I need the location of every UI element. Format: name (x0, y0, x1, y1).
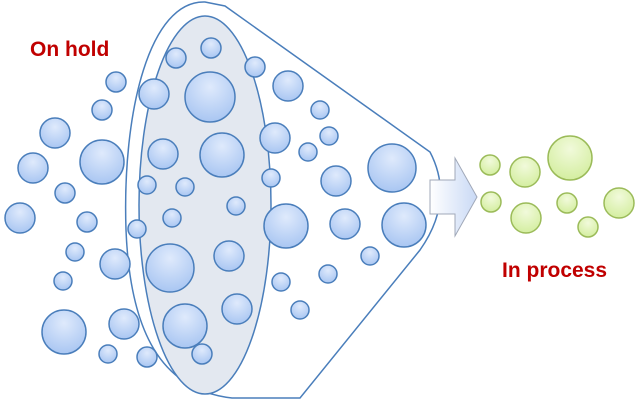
on-hold-bubble (184, 71, 236, 123)
on-hold-bubble (329, 208, 361, 240)
on-hold-bubble (147, 138, 179, 170)
in-process-label: In process (502, 259, 608, 282)
on-hold-bubble (244, 56, 266, 78)
on-hold-bubble (318, 264, 338, 284)
on-hold-bubble (65, 242, 85, 262)
in-process-bubble (603, 187, 635, 219)
on-hold-bubble (360, 246, 380, 266)
on-hold-bubble (79, 139, 125, 185)
on-hold-bubble (199, 132, 245, 178)
on-hold-bubble (53, 271, 73, 291)
on-hold-bubble (319, 126, 339, 146)
on-hold-bubble (91, 99, 113, 121)
on-hold-bubble (367, 143, 417, 193)
on-hold-bubble (221, 293, 253, 325)
on-hold-bubble (145, 243, 195, 293)
on-hold-bubble (105, 71, 127, 93)
in-process-bubble (556, 192, 578, 214)
on-hold-bubble (263, 203, 309, 249)
on-hold-bubble (98, 344, 118, 364)
on-hold-bubble (226, 196, 246, 216)
on-hold-bubble (259, 122, 291, 154)
on-hold-bubble (272, 70, 304, 102)
on-hold-bubble (17, 152, 49, 184)
on-hold-bubble (200, 37, 222, 59)
on-hold-bubble (162, 208, 182, 228)
in-process-bubble (479, 154, 501, 176)
on-hold-bubble (261, 168, 281, 188)
in-process-bubble (577, 216, 599, 238)
on-hold-bubble (290, 300, 310, 320)
in-process-bubble (509, 156, 541, 188)
on-hold-bubble (127, 219, 147, 239)
on-hold-bubble (213, 240, 245, 272)
on-hold-bubble (108, 308, 140, 340)
on-hold-bubble (381, 202, 427, 248)
arrow-icon (429, 156, 478, 238)
on-hold-bubble (320, 165, 352, 197)
in-process-bubble (510, 202, 542, 234)
on-hold-bubble (137, 175, 157, 195)
on-hold-bubble (271, 272, 291, 292)
on-hold-bubble (41, 309, 87, 355)
on-hold-bubble (39, 117, 71, 149)
on-hold-bubble (165, 47, 187, 69)
on-hold-label: On hold (30, 38, 110, 61)
on-hold-bubble (138, 78, 170, 110)
on-hold-bubble (99, 248, 131, 280)
on-hold-bubble (191, 343, 213, 365)
in-process-bubble (547, 135, 593, 181)
on-hold-bubble (162, 303, 208, 349)
on-hold-bubble (175, 177, 195, 197)
on-hold-bubble (54, 182, 76, 204)
on-hold-bubble (310, 100, 330, 120)
on-hold-bubble (76, 211, 98, 233)
on-hold-bubble (136, 346, 158, 368)
in-process-bubble (480, 191, 502, 213)
on-hold-bubble (4, 202, 36, 234)
on-hold-bubble (298, 142, 318, 162)
